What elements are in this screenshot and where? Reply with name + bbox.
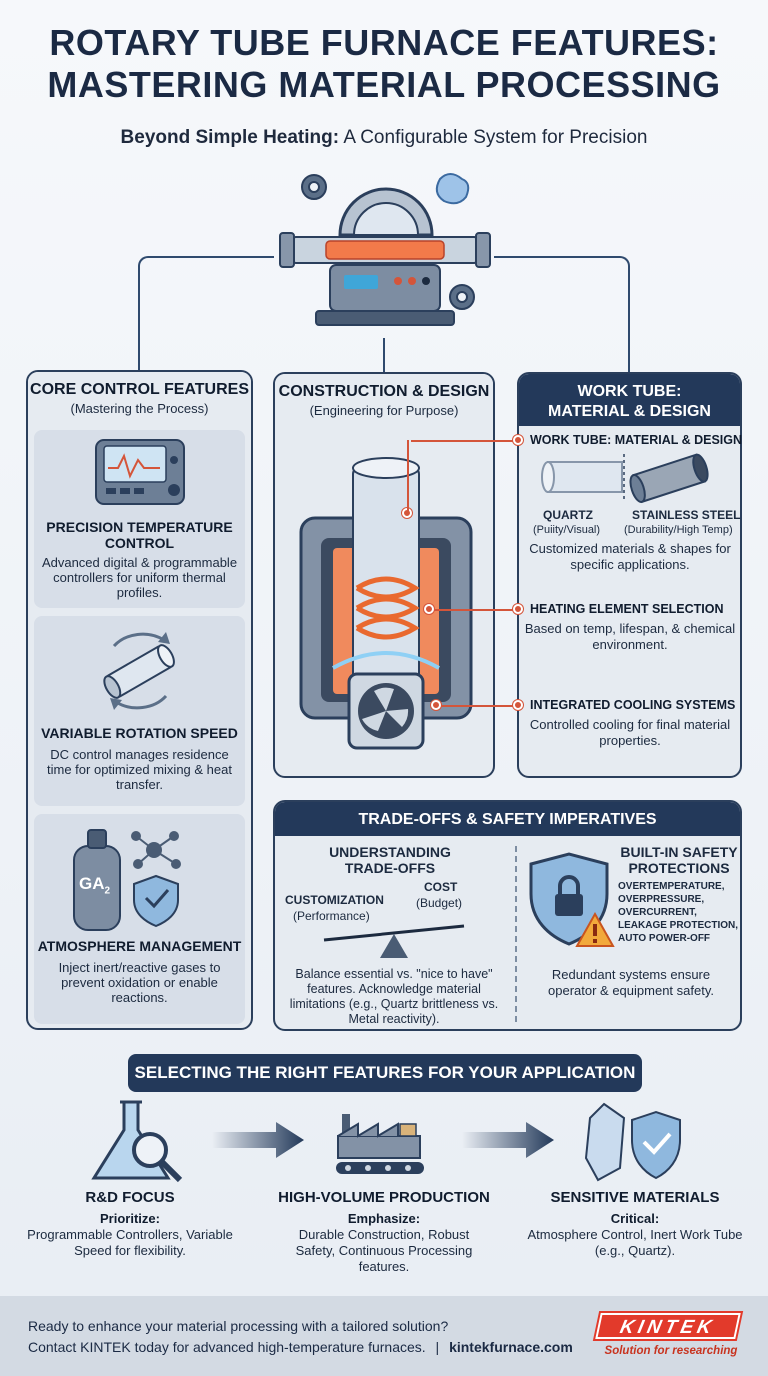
card-atmosphere: GA2 ATMOSPHERE MANAGEMENT Inject inert/r…	[34, 814, 245, 1024]
tube-materials-icon	[541, 453, 709, 504]
performance-label: (Performance)	[293, 909, 370, 923]
column-sub: Prioritize:	[100, 1211, 160, 1226]
callout-dot-3r	[513, 700, 523, 710]
card-variable-rotation: VARIABLE ROTATION SPEED DC control manag…	[34, 616, 245, 806]
quartz-label: QUARTZ	[543, 508, 593, 522]
safety-text: Redundant systems ensure operator & equi…	[548, 967, 714, 998]
column-title: R&D FOCUS	[85, 1189, 175, 1206]
title-line-1: ROTARY TUBE FURNACE FEATURES:	[49, 22, 719, 63]
protection-item: OVERTEMPERATURE,	[618, 881, 725, 892]
tradeoffs-left-text: Balance essential vs. "nice to have" fea…	[289, 967, 499, 1026]
factory-icon	[336, 1114, 424, 1174]
quartz-note: (Puiity/Visual)	[533, 524, 601, 536]
feature-text: Customized materials & shapes for specif…	[529, 541, 731, 572]
column-sub: Critical:	[610, 1211, 660, 1226]
steel-label: STAINLESS STEEL	[632, 508, 741, 522]
column-title: HIGH-VOLUME PRODUCTION	[278, 1189, 490, 1206]
column-title: SENSITIVE MATERIALS	[550, 1189, 720, 1206]
callout-line-1v	[407, 440, 409, 512]
column-sub: Emphasize:	[347, 1211, 421, 1226]
connector-right	[494, 256, 630, 374]
worktube-title-2: MATERIAL & DESIGN	[548, 403, 711, 420]
subtitle-rest: A Configurable System for Precision	[343, 127, 648, 148]
tradeoffs-title: TRADE-OFFS & SAFETY IMPERATIVES	[358, 811, 657, 828]
worktube-panel-header: WORK TUBE: MATERIAL & DESIGN	[519, 374, 740, 426]
card-text: Inject inert/reactive gases to prevent o…	[58, 960, 221, 1005]
construction-panel-header: CONSTRUCTION & DESIGN (Engineering for P…	[275, 374, 493, 426]
card-title: PRECISION TEMPERATURE CONTROL	[46, 519, 233, 551]
cost-label: COST	[424, 880, 458, 894]
feature-label: WORK TUBE: MATERIAL & DESIGN	[530, 433, 743, 447]
protection-item: OVERPRESSURE,	[618, 894, 705, 905]
kintek-logo[interactable]: KINTEK	[595, 1313, 741, 1339]
arrow-right-icon	[462, 1122, 554, 1158]
footer-line-1: Ready to enhance your material processin…	[28, 1318, 449, 1334]
callout-dot-3	[431, 700, 441, 710]
construction-panel-title: CONSTRUCTION & DESIGN	[278, 383, 490, 400]
furnace-hero-icon	[279, 173, 491, 326]
subtitle-bold: Beyond Simple Heating:	[120, 127, 340, 148]
feature-label: HEATING ELEMENT SELECTION	[530, 602, 724, 616]
construction-panel: CONSTRUCTION & DESIGN (Engineering for P…	[273, 372, 495, 778]
page-subtitle: Beyond Simple Heating: A Configurable Sy…	[0, 127, 768, 149]
connector-center	[383, 338, 385, 374]
page-title: ROTARY TUBE FURNACE FEATURES: MASTERING …	[0, 22, 768, 106]
callout-line-3	[436, 705, 515, 707]
customization-label: CUSTOMIZATION	[285, 893, 384, 907]
core-control-panel: CORE CONTROL FEATURES (Mastering the Pro…	[26, 370, 253, 1030]
callout-dot-2r	[513, 604, 523, 614]
flask-magnifier-icon	[91, 1100, 183, 1183]
footer-link[interactable]: kintekfurnace.com	[449, 1339, 573, 1355]
feature-text: Controlled cooling for final material pr…	[529, 717, 731, 748]
column-text: Durable Construction, Robust Safety, Con…	[295, 1227, 473, 1274]
card-title: ATMOSPHERE MANAGEMENT	[37, 938, 242, 954]
feature-label: INTEGRATED COOLING SYSTEMS	[530, 698, 736, 712]
steel-note: (Durability/High Temp)	[624, 524, 733, 536]
safety-protections-list: OVERTEMPERATURE, OVERPRESSURE, OVERCURRE…	[618, 880, 738, 945]
protection-item: OVERCURRENT,	[618, 907, 697, 918]
shield-lock-icon	[529, 852, 615, 947]
connector-left	[138, 256, 274, 374]
rotating-tube-icon	[102, 632, 175, 710]
core-panel-header: CORE CONTROL FEATURES (Mastering the Pro…	[28, 372, 251, 428]
selecting-banner: SELECTING THE RIGHT FEATURES FOR YOUR AP…	[128, 1054, 642, 1092]
callout-line-2	[430, 609, 515, 611]
budget-label: (Budget)	[416, 896, 463, 910]
crystal-shield-icon	[584, 1102, 681, 1182]
cylinder-label: GA2	[79, 874, 111, 897]
card-text: Advanced digital & programmable controll…	[41, 555, 238, 600]
tradeoffs-panel: TRADE-OFFS & SAFETY IMPERATIVES	[273, 800, 742, 1031]
card-text: DC control manages residence time for op…	[47, 747, 232, 792]
arrow-right-icon	[212, 1122, 304, 1158]
core-panel-title: CORE CONTROL FEATURES	[30, 381, 249, 398]
balance-scale-icon	[323, 924, 465, 958]
callout-dot-2	[424, 604, 434, 614]
card-title: VARIABLE ROTATION SPEED	[41, 725, 238, 741]
footer-line-2: Contact KINTEK today for advanced high-t…	[28, 1339, 573, 1355]
construction-panel-subtitle: (Engineering for Purpose)	[309, 403, 459, 418]
protection-item: LEAKAGE PROTECTION,	[618, 920, 739, 931]
tradeoffs-header: TRADE-OFFS & SAFETY IMPERATIVES	[275, 802, 740, 836]
card-precision-temp: PRECISION TEMPERATURE CONTROL Advanced d…	[34, 430, 245, 608]
worktube-title-1: WORK TUBE:	[577, 383, 682, 400]
worktube-panel: WORK TUBE: MATERIAL & DESIGN	[517, 372, 742, 778]
protection-item: AUTO POWER-OFF	[618, 933, 711, 944]
divider	[515, 846, 517, 1022]
callout-dot-1r	[513, 435, 523, 445]
feature-text: Based on temp, lifespan, & chemical envi…	[524, 621, 736, 652]
title-line-2: MASTERING MATERIAL PROCESSING	[47, 64, 721, 105]
furnace-cross-section-icon	[299, 457, 473, 750]
brain-icon	[435, 173, 470, 205]
callout-line-1	[411, 440, 519, 442]
gas-cylinder-icon: GA2	[34, 814, 245, 932]
controller-icon	[94, 439, 185, 505]
column-text: Atmosphere Control, Inert Work Tube (e.g…	[527, 1227, 743, 1258]
logo-tagline: Solution for researching	[604, 1345, 738, 1357]
core-panel-subtitle: (Mastering the Process)	[70, 401, 209, 416]
column-text: Programmable Controllers, Variable Speed…	[27, 1227, 233, 1258]
